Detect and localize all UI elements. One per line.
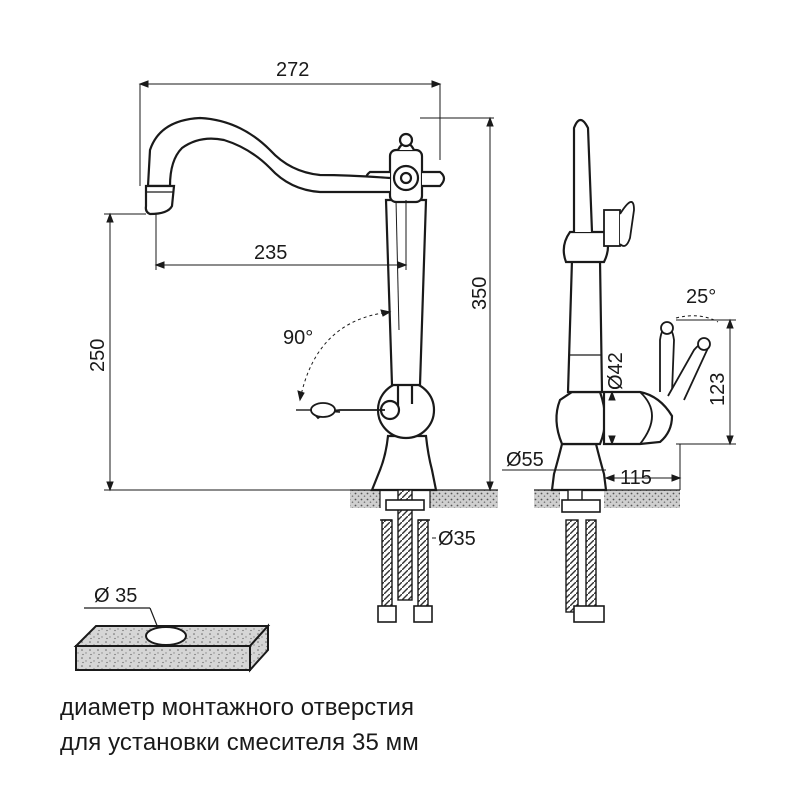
- side-view: [534, 118, 711, 623]
- faucet-spout: [146, 116, 391, 194]
- caption-line-1: диаметр монтажного отверстия: [60, 694, 415, 721]
- dim-250: 250: [87, 339, 109, 372]
- plate-hole-label: Ø 35: [94, 585, 137, 607]
- caption-line-2: для установки смесителя 35 мм: [60, 729, 419, 756]
- mounting-hole: [145, 626, 187, 646]
- dim-235: 235: [254, 242, 287, 264]
- countertop-side: [534, 490, 680, 508]
- front-dimension-labels: 272 235 350 250 90° Ø35: [87, 59, 491, 550]
- plate-front: [75, 645, 251, 671]
- side-dimension-labels: 25° 123 Ø42 Ø55 115: [506, 286, 729, 489]
- mounting-stud: [397, 489, 413, 601]
- dim-42: Ø42: [605, 352, 627, 390]
- dim-115: 115: [620, 467, 652, 489]
- dim-272: 272: [276, 59, 309, 81]
- side-lever-vertical: [659, 328, 675, 393]
- side-cartridge: [602, 390, 674, 446]
- dim-hole-35: Ø35: [438, 528, 476, 550]
- dim-350: 350: [469, 277, 491, 310]
- dim-25-deg: 25°: [686, 286, 716, 308]
- side-column: [566, 258, 604, 394]
- faucet-base: [370, 434, 438, 492]
- side-dimensions: [502, 315, 736, 490]
- side-base: [550, 442, 608, 492]
- dim-123: 123: [707, 373, 729, 406]
- hose-left: [381, 519, 393, 611]
- side-hose: [565, 519, 579, 613]
- dim-90-deg: 90°: [283, 327, 313, 349]
- mounting-plate: [73, 607, 271, 673]
- aerator: [144, 184, 176, 216]
- hose-right: [417, 519, 429, 611]
- side-body: [555, 390, 607, 446]
- plate-side: [249, 623, 269, 673]
- front-dimensions: [104, 80, 494, 539]
- dim-55: Ø55: [506, 449, 544, 471]
- front-view: [144, 116, 498, 623]
